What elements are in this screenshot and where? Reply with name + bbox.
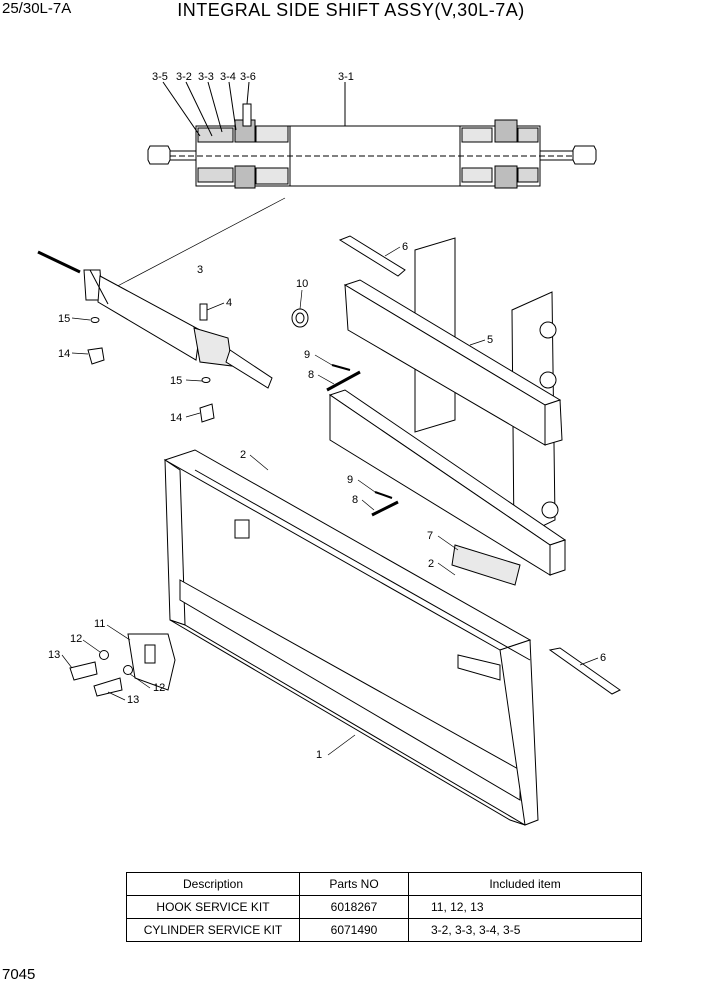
pin-4	[199, 303, 208, 321]
callout-leaders	[61, 246, 599, 756]
bolt-13b	[93, 677, 123, 697]
table-cell: 11, 12, 13	[408, 895, 642, 919]
callout-13a: 13	[48, 649, 60, 661]
callout-3-5: 3-5	[152, 71, 168, 83]
callout-3-4: 3-4	[220, 71, 236, 83]
callout-12b: 12	[153, 682, 165, 694]
callout-3: 3	[197, 264, 203, 276]
table-row: CYLINDER SERVICE KIT 6071490 3-2, 3-3, 3…	[126, 918, 642, 942]
callout-9b: 9	[347, 474, 353, 486]
callout-7: 7	[427, 530, 433, 542]
column-header-description: Description	[126, 872, 300, 896]
carriage-frame	[163, 449, 539, 826]
pad-7	[451, 544, 521, 586]
page-number: 7045	[2, 966, 36, 983]
callout-labels: 3-5 3-2 3-3 3-4 3-6 3-1 6 3 10 4 15 14 5…	[48, 71, 606, 761]
callout-13b: 13	[127, 694, 139, 706]
callout-3-1: 3-1	[338, 71, 354, 83]
column-header-included-item: Included item	[408, 872, 642, 896]
callout-8a: 8	[308, 369, 314, 381]
callout-2b: 2	[428, 558, 434, 570]
pin-8a	[326, 370, 361, 392]
callout-8b: 8	[352, 494, 358, 506]
callout-3-3: 3-3	[198, 71, 214, 83]
callout-3-2: 3-2	[176, 71, 192, 83]
callout-14a: 14	[58, 348, 70, 360]
model-label: 25/30L-7A	[2, 0, 72, 17]
cylinder-section-detail	[147, 81, 597, 189]
pin-8b	[371, 500, 399, 517]
callout-5: 5	[487, 334, 493, 346]
upper-side-shift-plate	[343, 237, 563, 541]
fitting-14b	[199, 403, 215, 423]
callout-11: 11	[94, 618, 105, 630]
table-cell: 6018267	[299, 895, 409, 919]
callout-15b: 15	[170, 375, 182, 387]
slide-pad-6b	[548, 647, 621, 695]
callout-10: 10	[296, 278, 308, 290]
table-cell: HOOK SERVICE KIT	[126, 895, 300, 919]
callout-6b: 6	[600, 652, 606, 664]
page-title: INTEGRAL SIDE SHIFT ASSY(V,30L-7A)	[177, 0, 525, 20]
bolt-13a	[69, 661, 98, 681]
callout-6a: 6	[402, 241, 408, 253]
table-cell: 6071490	[299, 918, 409, 942]
table-cell: 3-2, 3-3, 3-4, 3-5	[408, 918, 642, 942]
column-header-parts-no: Parts NO	[299, 872, 409, 896]
cylinder-assembly	[37, 250, 273, 389]
callout-2a: 2	[240, 449, 246, 461]
table-cell: CYLINDER SERVICE KIT	[126, 918, 300, 942]
callout-4: 4	[226, 297, 232, 309]
callout-12a: 12	[70, 633, 82, 645]
callout-9a: 9	[304, 349, 310, 361]
fitting-14a	[87, 347, 105, 365]
lower-side-shift-plate	[328, 389, 567, 586]
table-row: HOOK SERVICE KIT 6018267 11, 12, 13	[126, 895, 642, 919]
slide-pad-6a	[338, 235, 406, 277]
o-ring-10	[291, 308, 309, 328]
callout-3-6: 3-6	[240, 71, 256, 83]
callout-1: 1	[316, 749, 322, 761]
callout-14b: 14	[170, 412, 182, 424]
exploded-parts-diagram: 3-5 3-2 3-3 3-4 3-6 3-1 6 3 10 4 15 14 5…	[37, 71, 621, 826]
service-kit-table: Description Parts NO Included item HOOK …	[126, 872, 642, 942]
callout-15a: 15	[58, 313, 70, 325]
table-header-row: Description Parts NO Included item	[126, 872, 642, 896]
